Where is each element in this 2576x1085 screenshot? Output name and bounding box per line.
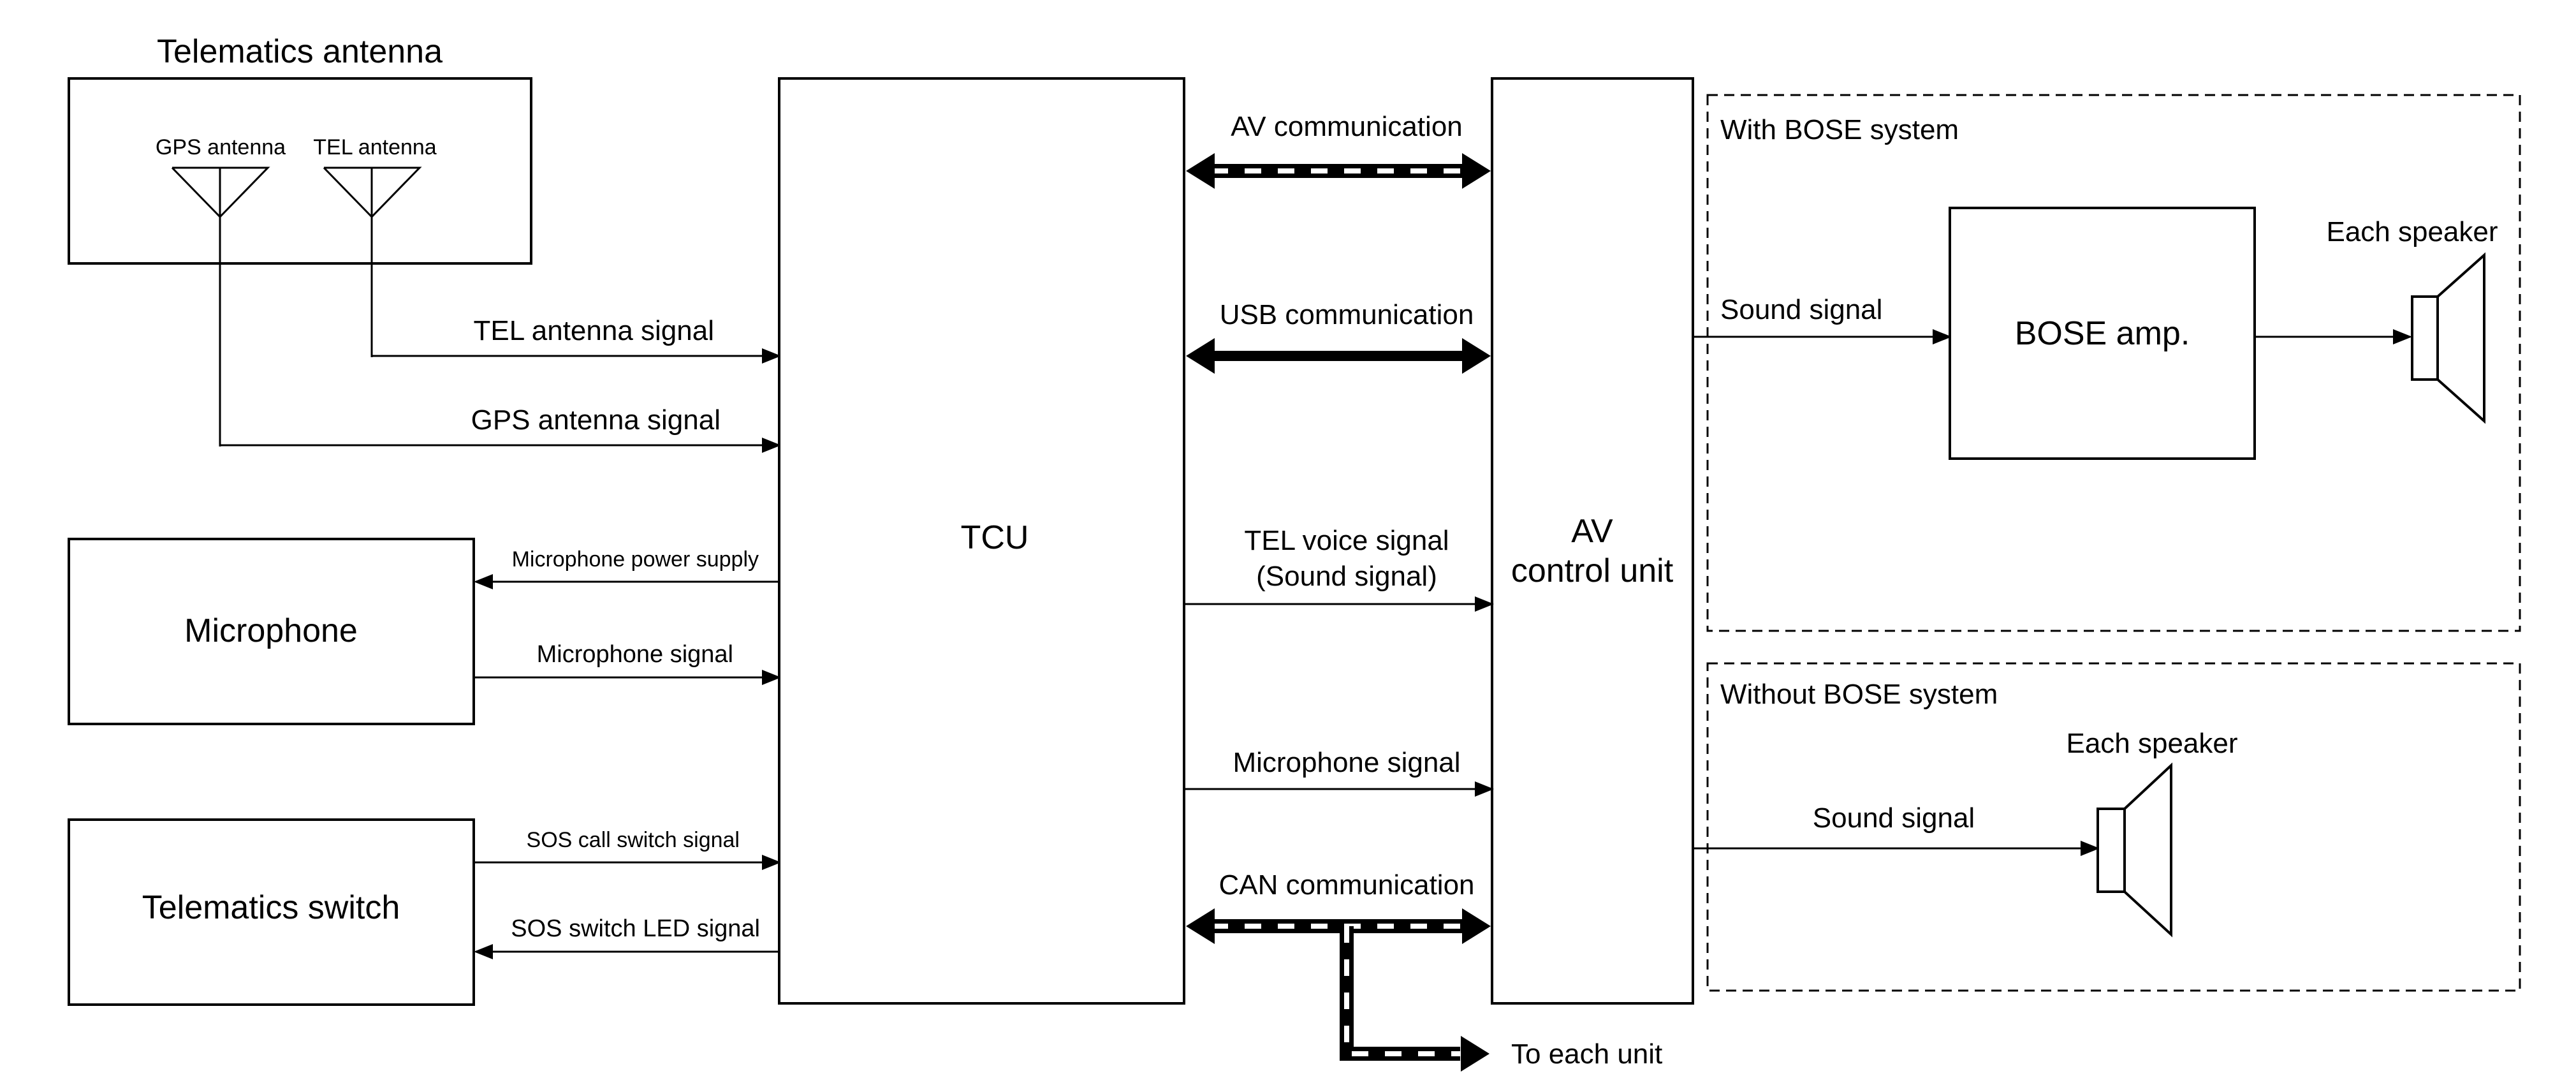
sos-switch-led-signal-label: SOS switch LED signal [511,915,760,942]
without-bose-section: Without BOSE system Sound signal Each sp… [1693,662,2521,992]
av-control-unit-box [1491,77,1694,1005]
microphone-label: Microphone [184,612,358,649]
bose-amp-label: BOSE amp. [2015,315,2190,352]
gps-antenna-signal-label: GPS antenna signal [471,404,721,436]
telematics-switch-label: Telematics switch [142,889,400,926]
tcu-label: TCU [961,519,1029,556]
telematics-antenna-box [68,77,532,265]
with-bose-title: With BOSE system [1720,114,1959,145]
tel-voice-signal-label-line2: (Sound signal) [1256,561,1437,592]
microphone-box [68,538,475,725]
without-bose-title: Without BOSE system [1720,679,1998,710]
speaker-icon [2097,762,2172,938]
with-bose-frame [1706,94,2521,632]
av-communication-bus [1186,153,1491,189]
without-bose-frame [1706,662,2521,992]
without-bose-speaker-label: Each speaker [2066,728,2237,759]
av-communication-label: AV communication [1231,111,1463,142]
microphone-power-supply-label: Microphone power supply [512,547,759,572]
tel-antenna-icon [323,166,422,357]
tcu-box [778,77,1185,1005]
sos-call-switch-signal-label: SOS call switch signal [527,828,740,852]
speaker-icon [2411,252,2485,424]
bose-amp-box [1949,207,2256,460]
microphone-signal-left-label: Microphone signal [537,641,733,668]
tel-antenna-label: TEL antenna [313,135,437,159]
with-bose-speaker-label: Each speaker [2326,216,2498,247]
can-communication-bus [1186,908,1491,1072]
with-bose-sound-signal-label: Sound signal [1720,294,1882,325]
tel-antenna-signal-label: TEL antenna signal [473,315,714,346]
can-communication-label: CAN communication [1218,869,1474,901]
av-control-unit-line1: AV [1571,513,1613,550]
without-bose-sound-signal-label: Sound signal [1813,802,1975,834]
gps-antenna-icon [171,166,270,447]
usb-communication-bus [1186,338,1491,374]
telematics-antenna-title: Telematics antenna [157,33,443,70]
to-each-unit-label: To each unit [1511,1038,1662,1070]
tel-voice-signal-label-line1: TEL voice signal [1244,525,1449,556]
telematics-antenna: Telematics antenna GPS antenna TEL anten… [68,33,532,447]
av-control-unit-line2: control unit [1511,552,1674,589]
gps-antenna-label: GPS antenna [156,135,286,159]
microphone-signal-right-label: Microphone signal [1233,747,1460,778]
telematics-switch-box [68,818,475,1006]
with-bose-section: With BOSE system Sound signal BOSE amp. … [1693,94,2521,632]
usb-communication-label: USB communication [1220,299,1474,330]
